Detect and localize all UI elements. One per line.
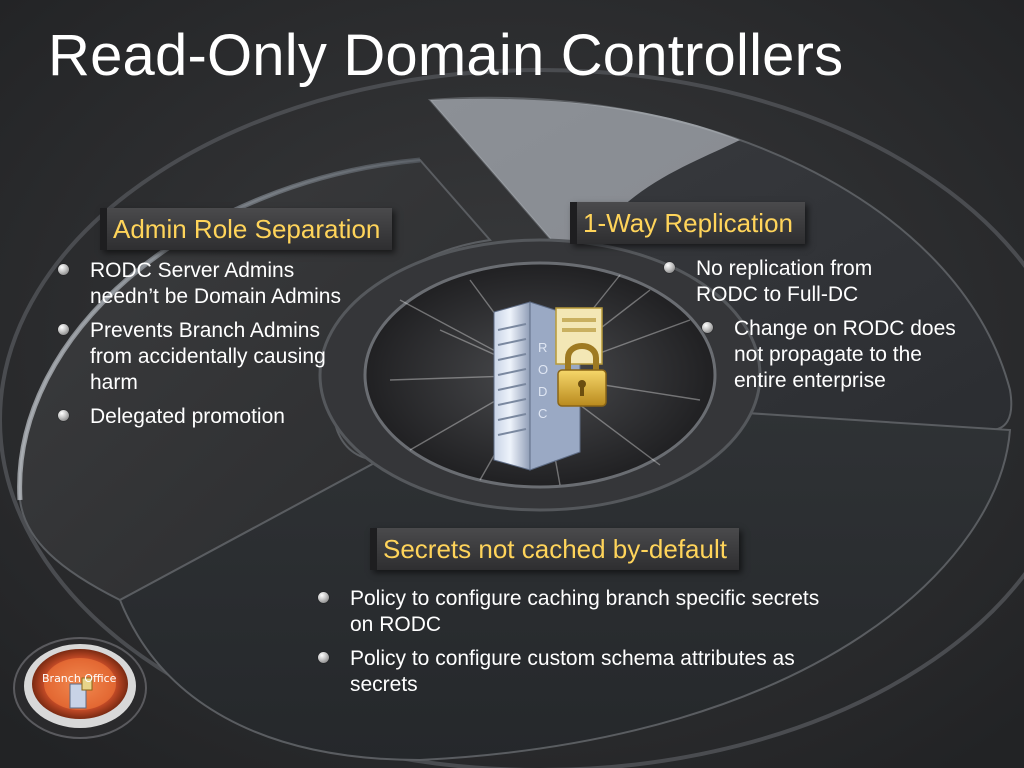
branch-office-label: Branch Office bbox=[42, 672, 117, 685]
list-item: Policy to configure custom schema attrib… bbox=[316, 646, 846, 698]
section-label-admin-role-separation: Admin Role Separation bbox=[100, 208, 393, 250]
bullet-icon bbox=[318, 652, 329, 663]
bullet-text: Policy to configure custom schema attrib… bbox=[350, 647, 795, 696]
bullet-text: No replication from RODC to Full-DC bbox=[696, 257, 873, 306]
rodc-letter-1: R bbox=[538, 340, 547, 355]
admin-role-bullet-list: RODC Server Admins needn’t be Domain Adm… bbox=[56, 258, 346, 438]
section-label-one-way-replication: 1-Way Replication bbox=[570, 202, 806, 244]
bullet-text: Policy to configure caching branch speci… bbox=[350, 587, 820, 636]
page-title: Read-Only Domain Controllers bbox=[48, 23, 844, 88]
bullet-icon bbox=[664, 262, 675, 273]
list-item: Policy to configure caching branch speci… bbox=[316, 586, 846, 638]
bullet-text: Delegated promotion bbox=[90, 405, 285, 428]
section-label-secrets-not-cached: Secrets not cached by-default bbox=[370, 528, 739, 570]
list-item: RODC Server Admins needn’t be Domain Adm… bbox=[56, 258, 346, 310]
secrets-bullet-list: Policy to configure caching branch speci… bbox=[316, 586, 846, 706]
bullet-icon bbox=[58, 324, 69, 335]
replication-bullet-list: No replication from RODC to Full-DC Chan… bbox=[662, 256, 1002, 402]
bullet-text: Prevents Branch Admins from accidentally… bbox=[90, 319, 326, 394]
list-item: No replication from RODC to Full-DC bbox=[662, 256, 926, 308]
lock-icon bbox=[555, 307, 607, 407]
bullet-icon bbox=[702, 322, 713, 333]
bullet-icon bbox=[58, 410, 69, 421]
rodc-letter-2: O bbox=[538, 362, 548, 377]
bullet-text: RODC Server Admins needn’t be Domain Adm… bbox=[90, 259, 341, 308]
rodc-letter-3: D bbox=[538, 384, 547, 399]
bullet-text: Change on RODC does not propagate to the… bbox=[734, 317, 956, 392]
list-item: Delegated promotion bbox=[56, 404, 346, 430]
sub-list-item: Change on RODC does not propagate to the… bbox=[662, 316, 974, 394]
bullet-icon bbox=[58, 264, 69, 275]
bullet-icon bbox=[318, 592, 329, 603]
list-item: Prevents Branch Admins from accidentally… bbox=[56, 318, 346, 396]
branch-office-icon bbox=[13, 637, 147, 739]
rodc-letter-4: C bbox=[538, 406, 547, 421]
